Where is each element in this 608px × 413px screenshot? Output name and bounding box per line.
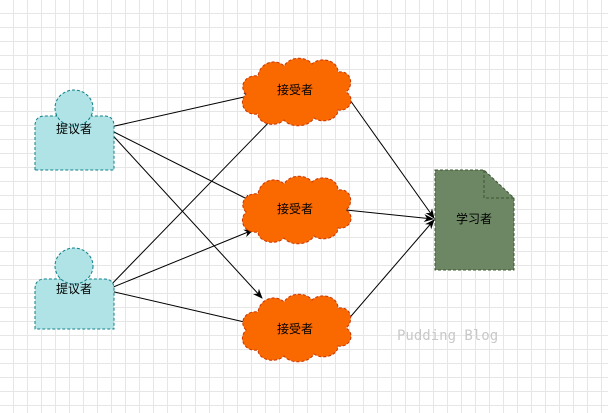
edge-p2-a3 <box>105 289 254 326</box>
edges <box>105 93 435 326</box>
acceptor-node: 接受者 <box>241 293 352 363</box>
person-icon <box>34 115 115 171</box>
edge-p1-a3 <box>105 127 263 299</box>
acceptor-label: 接受者 <box>277 321 313 336</box>
edge-a1-learner <box>349 99 435 219</box>
person-head <box>54 89 94 127</box>
learner-label: 学习者 <box>456 211 492 226</box>
acceptor-node: 接受者 <box>241 175 352 245</box>
acceptor-node: 接受者 <box>241 57 352 127</box>
document-icon <box>434 169 515 271</box>
learner-node: 学习者 <box>434 169 515 271</box>
person-icon <box>34 278 115 330</box>
proposer-label: 提议者 <box>56 121 92 136</box>
edge-p2-a2 <box>105 229 254 291</box>
document-fold <box>483 170 514 199</box>
edge-p1-a1 <box>105 93 254 129</box>
proposer-node: 提议者 <box>34 247 115 330</box>
proposer-label: 提议者 <box>56 281 92 296</box>
proposer-node: 提议者 <box>34 89 115 171</box>
acceptor-label: 接受者 <box>277 201 313 216</box>
edge-p1-a2 <box>105 127 254 203</box>
edge-a2-learner <box>345 209 434 223</box>
edge-a3-learner <box>345 219 435 323</box>
acceptor-label: 接受者 <box>277 82 313 97</box>
edge-p2-a1 <box>105 115 276 291</box>
person-head <box>54 247 94 285</box>
watermark: Pudding Blog <box>397 328 498 344</box>
